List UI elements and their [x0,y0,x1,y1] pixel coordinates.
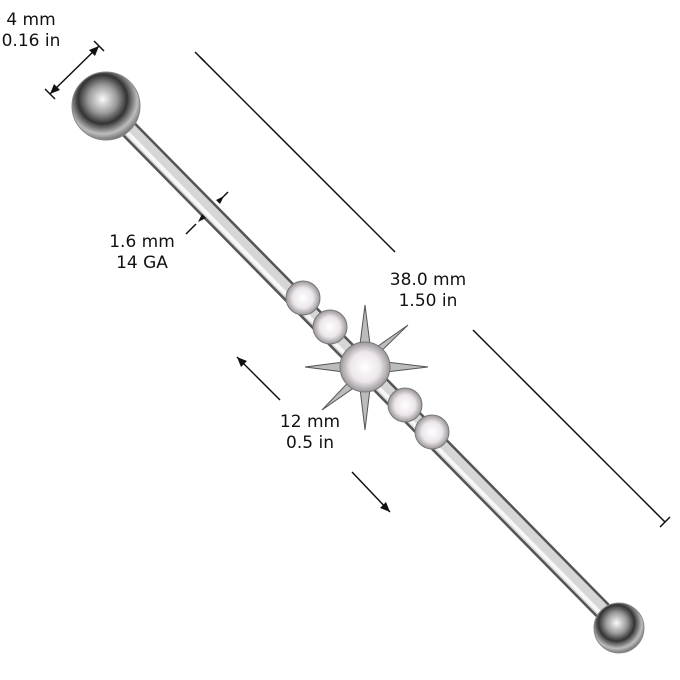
gem-stones [285,280,450,450]
bottom-ball [593,602,645,654]
length-in: 1.50 in [398,291,458,311]
ball-size-label: 4 mm 0.16 in [0,10,62,52]
ornament-mm: 12 mm [279,412,341,432]
ornament-in: 0.5 in [286,433,334,453]
dimension-arrowheads [50,46,390,512]
ornament-size-label: 12 mm 0.5 in [272,412,348,454]
gauge-ga: 14 GA [116,253,168,273]
length-mm: 38.0 mm [389,270,467,290]
length-label: 38.0 mm 1.50 in [378,270,478,312]
gauge-mm: 1.6 mm [109,232,175,252]
top-ball [71,71,141,141]
ball-size-mm: 4 mm [6,10,56,30]
gauge-label: 1.6 mm 14 GA [102,232,182,274]
ball-size-in: 0.16 in [1,31,61,51]
